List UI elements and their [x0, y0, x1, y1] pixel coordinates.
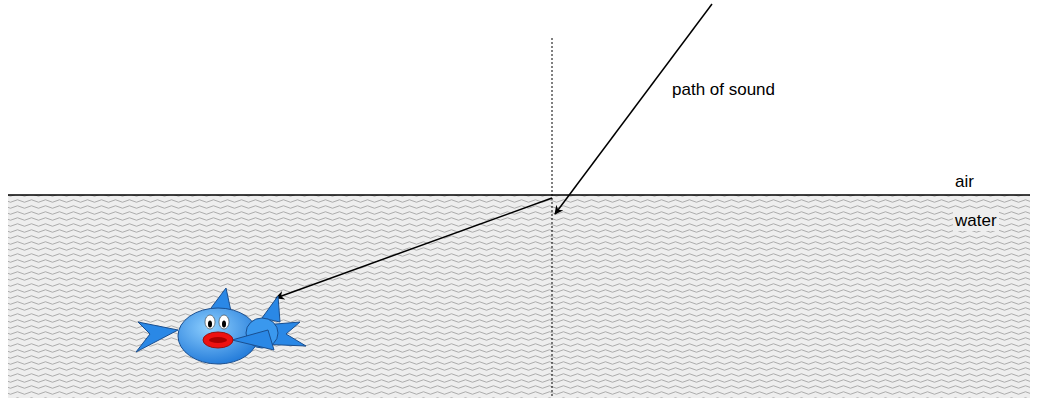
refracted-ray	[276, 198, 552, 298]
normal-line	[552, 38, 553, 398]
interface-line	[8, 194, 1030, 196]
water-region	[8, 195, 1030, 398]
incident-ray	[555, 4, 712, 214]
medium-label: water	[953, 211, 999, 231]
ray-label: path of sound	[670, 80, 777, 100]
fish-figure	[136, 288, 306, 364]
medium-label: air	[953, 172, 976, 192]
